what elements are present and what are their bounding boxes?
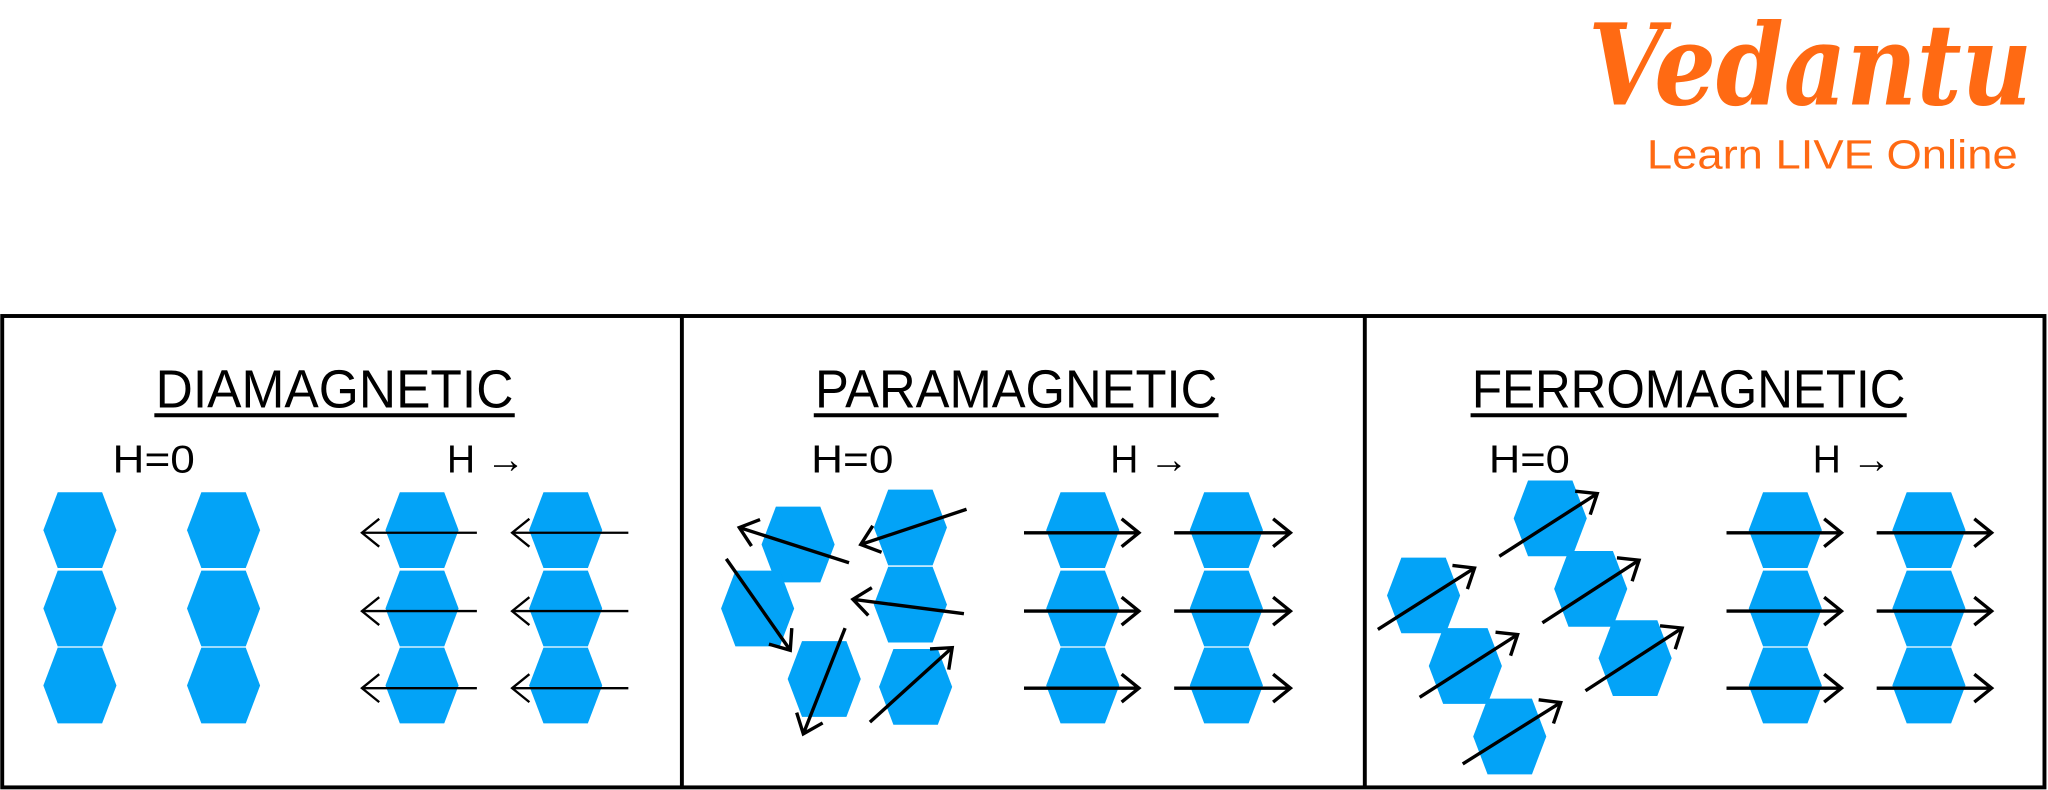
dipole-group — [721, 489, 1294, 737]
magnetic-moment-arrow — [1376, 563, 1477, 631]
atom-hexagon — [1554, 551, 1628, 627]
magnetic-moment-arrow — [1024, 672, 1142, 704]
atom-hexagon — [761, 506, 835, 583]
logo-tagline: Learn LIVE Online — [1647, 131, 2018, 177]
atom-hexagon — [529, 570, 603, 647]
magnetic-moment-arrow — [360, 596, 477, 626]
atom-hexagon — [1748, 492, 1822, 569]
magnetic-moment-arrow — [510, 517, 629, 548]
magnetic-moment-arrow — [1876, 595, 1995, 627]
atom-hexagon — [1046, 492, 1120, 569]
atom-hexagon — [1046, 570, 1120, 647]
magnetic-moment-arrow — [736, 517, 850, 565]
magnetic-moment-arrow — [858, 507, 968, 554]
atom-hexagon — [1189, 647, 1263, 724]
magnetic-moment-arrow — [1174, 672, 1294, 704]
atom-hexagon — [1387, 557, 1461, 634]
magnetic-moment-arrow — [1174, 595, 1294, 627]
atom-hexagon — [43, 570, 117, 647]
magnetic-moment-arrow — [1726, 595, 1845, 627]
atom-hexagon — [1892, 492, 1966, 569]
atom-hexagon — [1473, 698, 1547, 775]
magnetic-moment-arrow — [360, 673, 477, 704]
magnetic-moment-arrow — [850, 586, 965, 617]
panel-ferromagnetic: FERROMAGNETIC H=0 H → — [1376, 360, 1995, 775]
panel-title: DIAMAGNETIC — [156, 360, 514, 419]
vedantu-logo: Vedantu Learn LIVE Online — [1588, 0, 2032, 177]
magnetic-moment-arrow — [724, 557, 794, 653]
atom-hexagon — [186, 492, 261, 569]
magnetic-moment-arrow — [510, 673, 629, 704]
dipole-group — [43, 492, 629, 724]
magnetic-moment-arrow — [1024, 517, 1142, 549]
magnetic-moment-arrow — [1541, 556, 1642, 625]
applied-field-label: H → — [447, 439, 525, 482]
magnetic-moment-arrow — [868, 645, 955, 724]
panel-title: FERROMAGNETIC — [1472, 360, 1906, 419]
atom-hexagon — [43, 647, 117, 724]
magnetic-moment-arrow — [795, 627, 847, 737]
atom-hexagon — [385, 492, 459, 569]
zero-field-label: H=0 — [1489, 439, 1570, 482]
panel-title: PARAMAGNETIC — [815, 360, 1217, 419]
atom-hexagon — [43, 492, 117, 569]
atom-hexagon — [529, 492, 603, 569]
atom-hexagon — [385, 647, 459, 724]
atom-hexagon — [1892, 647, 1966, 724]
magnetic-moment-arrow — [510, 596, 629, 626]
atom-hexagon — [1892, 570, 1966, 647]
magnetic-moment-arrow — [1461, 698, 1563, 766]
atom-hexagon — [529, 647, 603, 724]
atom-hexagon — [1748, 647, 1822, 724]
atom-hexagon — [1046, 647, 1120, 724]
magnetic-moment-arrow — [1726, 517, 1845, 549]
applied-field-label: H → — [1110, 439, 1188, 482]
atom-hexagon — [186, 647, 261, 724]
panel-diamagnetic: DIAMAGNETIC H=0 H → — [43, 360, 629, 724]
atom-hexagon — [1428, 628, 1502, 704]
panel-paramagnetic: PARAMAGNETIC H=0 H → — [721, 360, 1294, 737]
logo-wordmark: Vedantu — [1588, 0, 2032, 131]
magnetic-moment-arrow — [1498, 489, 1600, 558]
atom-hexagon — [186, 570, 261, 647]
magnetic-moment-arrow — [1726, 672, 1845, 704]
magnetic-moment-arrow — [1876, 517, 1995, 549]
atom-hexagon — [879, 648, 953, 725]
zero-field-label: H=0 — [811, 439, 893, 482]
magnetic-moment-arrow — [1418, 630, 1520, 699]
applied-field-label: H → — [1813, 439, 1891, 482]
atom-hexagon — [721, 570, 795, 647]
atom-hexagon — [1189, 492, 1263, 569]
atom-hexagon — [1189, 570, 1263, 647]
outer-border — [0, 314, 2047, 790]
dipole-group — [1376, 480, 1995, 775]
magnetic-moment-arrow — [1024, 595, 1142, 627]
magnetic-moment-arrow — [360, 517, 477, 548]
magnetic-moment-arrow — [1584, 624, 1685, 693]
zero-field-label: H=0 — [113, 439, 195, 482]
magnetic-moment-arrow — [1174, 517, 1294, 549]
atom-hexagon — [1748, 570, 1822, 647]
magnetic-moment-arrow — [1876, 672, 1995, 704]
atom-hexagon — [385, 570, 459, 647]
atom-hexagon — [873, 566, 947, 643]
panel-frame — [0, 314, 2047, 790]
